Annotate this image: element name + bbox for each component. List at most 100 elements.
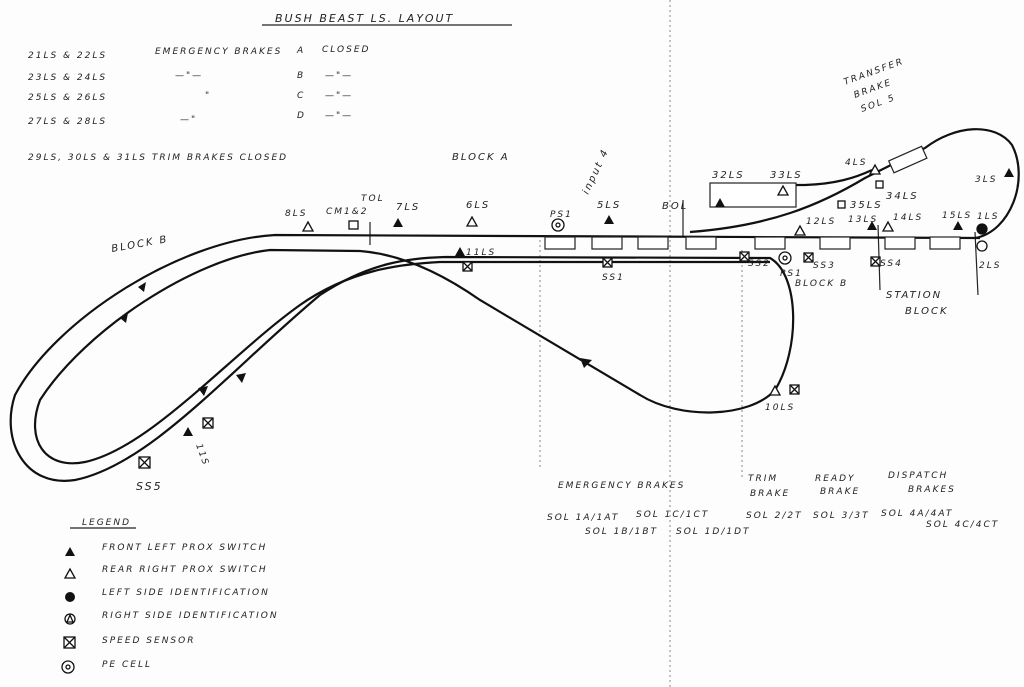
trim-heading: TRIM — [748, 474, 778, 484]
note-desc: " — [205, 91, 211, 101]
note-state: —"— — [325, 71, 353, 81]
legend-label: RIGHT SIDE IDENTIFICATION — [102, 611, 279, 621]
brake-solenoids: EMERGENCY BRAKES TRIM BRAKE READY BRAKE … — [547, 471, 999, 537]
left-side-id-icon — [65, 592, 75, 602]
arrow-icon — [120, 313, 128, 323]
input4-label: input 4 — [581, 147, 612, 196]
square-icon — [837, 200, 846, 209]
filled-triangle-icon — [455, 247, 465, 256]
arrow-icon — [236, 373, 246, 383]
note-desc: EMERGENCY BRAKES — [155, 47, 282, 57]
sensors — [138, 180, 988, 469]
note-switches: 27LS & 28LS — [28, 117, 107, 127]
speed-sensor-icon — [789, 384, 800, 395]
pe-cell-icon — [778, 251, 792, 265]
main-track-inner — [34, 248, 770, 465]
return-loop — [689, 128, 1020, 240]
trim-note: 29LS, 30LS & 31LS TRIM BRAKES CLOSED — [28, 153, 288, 163]
filled-triangle-icon — [65, 547, 75, 556]
arrow-icon — [138, 282, 146, 292]
square-icon — [875, 180, 884, 189]
ss-label: SS1 — [602, 273, 625, 283]
diagram-title: BUSH BEAST LS. LAYOUT — [275, 12, 454, 25]
solenoid-label: SOL 3/3T — [813, 511, 870, 521]
rear-right-prox-switches — [301, 163, 895, 396]
ls-label: 14LS — [893, 213, 923, 223]
ls-label: 10LS — [765, 403, 795, 413]
ls-label: 5LS — [597, 200, 621, 211]
speed-sensor-icon — [138, 456, 151, 469]
solenoid-label: SOL 1C/1CT — [636, 510, 709, 520]
front-left-prox-switches — [183, 168, 1014, 436]
station-end-mark — [974, 231, 979, 296]
note-state: —"— — [325, 91, 353, 101]
ss-label: SS3 — [813, 261, 836, 271]
ls-label: 34LS — [886, 191, 919, 202]
block-segment — [887, 145, 928, 174]
solenoid-label: SOL 4C/4CT — [926, 520, 999, 530]
filled-triangle-icon — [393, 218, 403, 227]
brake-notes: 21LS & 22LS EMERGENCY BRAKES A CLOSED 23… — [28, 45, 370, 163]
ss-label: SS2 — [748, 259, 771, 269]
block-b-label: BLOCK B — [795, 279, 848, 289]
legend-label: FRONT LEFT PROX SWITCH — [102, 543, 267, 553]
speed-sensor-icon — [870, 256, 881, 267]
block-a-label: BLOCK A — [452, 152, 510, 163]
legend: LEGEND FRONT LEFT PROX SWITCH REAR RIGHT… — [61, 518, 279, 674]
speed-sensor-icon — [739, 251, 750, 262]
ls-label: 15LS — [942, 211, 972, 221]
ready-heading: BRAKE — [820, 487, 860, 497]
note-desc: —" — [180, 115, 197, 125]
legend-label: SPEED SENSOR — [102, 636, 196, 646]
transfer-siding — [718, 169, 873, 187]
solenoid-label: SOL 1D/1DT — [676, 527, 751, 537]
ls-label: 33LS — [770, 170, 803, 181]
right-side-id-icon — [64, 613, 76, 625]
ps1-label: PS1 — [780, 269, 803, 279]
station-label: STATION — [886, 290, 942, 301]
pe-cell-icon — [551, 218, 565, 232]
dispatch-heading: BRAKES — [908, 485, 956, 495]
filled-triangle-icon — [1004, 168, 1014, 177]
speed-sensor-icon — [202, 417, 214, 429]
ls-label: 13LS — [848, 215, 878, 225]
cm-label: CM1&2 — [326, 207, 369, 217]
filled-triangle-icon — [953, 221, 963, 230]
ls-label: 1LS — [977, 212, 999, 222]
main-track-outer — [9, 233, 981, 482]
filled-triangle-icon — [867, 221, 877, 230]
ss-label: SS5 — [136, 480, 163, 493]
track-labels: BLOCK A BLOCK B BLOCK B STATION BLOCK TR… — [111, 57, 1001, 493]
ls-label: 6LS — [466, 200, 490, 211]
note-desc: —"— — [175, 71, 203, 81]
legend-label: LEFT SIDE IDENTIFICATION — [102, 588, 270, 598]
solenoid-label: SOL 4A/4AT — [881, 509, 953, 519]
filled-triangle-icon — [715, 198, 725, 207]
arrow-icon — [580, 358, 592, 368]
ready-heading: READY — [815, 474, 856, 484]
open-triangle-icon — [301, 220, 315, 232]
speed-sensor-icon — [63, 636, 76, 649]
note-state: CLOSED — [322, 45, 370, 55]
solenoid-label: SOL 2/2T — [746, 511, 803, 521]
left-side-id-icon — [976, 223, 988, 235]
note-switches: 21LS & 22LS — [28, 51, 107, 61]
open-triangle-icon — [63, 567, 77, 579]
solenoid-label: SOL 1A/1AT — [547, 513, 619, 523]
ls-label: 35LS — [850, 200, 883, 211]
open-triangle-icon — [465, 215, 479, 227]
legend-label: REAR RIGHT PROX SWITCH — [102, 565, 268, 575]
open-triangle-icon — [768, 384, 782, 396]
ss-label: SS4 — [880, 259, 903, 269]
arrow-icon — [198, 386, 208, 396]
ls-label: 12LS — [806, 217, 836, 227]
cm-square-icon — [348, 220, 359, 230]
block-b-label: BLOCK B — [111, 234, 170, 255]
filled-triangle-icon — [604, 215, 614, 224]
direction-arrows — [120, 282, 592, 396]
speed-sensor-icon — [602, 257, 613, 268]
legend-label: PE CELL — [102, 660, 152, 670]
ls-label: 2LS — [979, 261, 1001, 271]
